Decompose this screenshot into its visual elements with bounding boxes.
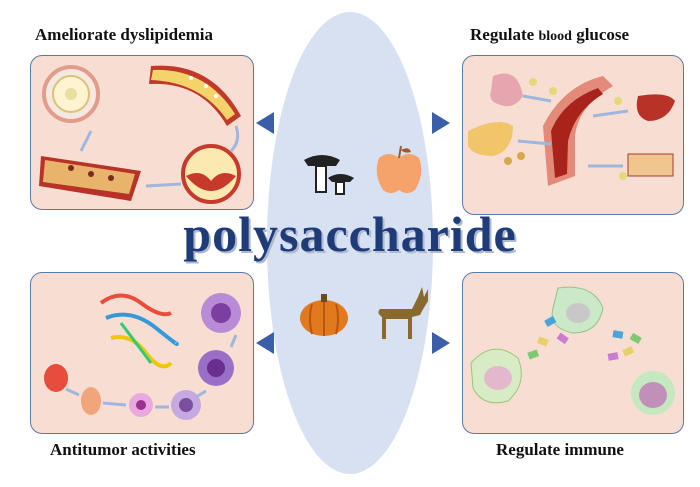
title-blood-glucose: Regulate blood glucose (470, 25, 630, 44)
blood-glucose-illustration (468, 73, 675, 186)
red-blood-cell-icon (81, 387, 101, 415)
antitumor-illustration (44, 293, 241, 420)
center-title: polysaccharide (183, 206, 517, 262)
apple-icon (376, 145, 422, 193)
blocked-vessel-icon (181, 144, 241, 204)
clogged-artery-icon (39, 156, 141, 201)
vessel-cross-section-icon (42, 65, 100, 123)
mushroom-icon (304, 155, 354, 195)
stomach-icon (490, 73, 523, 107)
lymphocyte-icon (631, 371, 675, 415)
apoptotic-cell-icon (171, 390, 201, 420)
dyslipidemia-illustration (39, 65, 241, 204)
arrow-left-bottom-icon (256, 332, 274, 354)
immune-illustration (470, 286, 675, 415)
dendritic-cell-icon (470, 348, 522, 404)
liver-icon (636, 94, 675, 121)
center-ellipse (267, 12, 433, 474)
cytokine-icon (527, 315, 642, 361)
pumpkin-icon (300, 294, 348, 336)
arrow-right-top-icon (432, 112, 450, 134)
deer-icon (378, 287, 428, 339)
macrophage-icon (551, 286, 604, 334)
arrow-right-bottom-icon (432, 332, 450, 354)
title-immune: Regulate immune (496, 440, 624, 459)
panel-blood-glucose (462, 55, 684, 215)
title-antitumor: Antitumor activities (50, 440, 196, 459)
tumor-cell-icon (198, 350, 234, 386)
red-blood-cell-icon (44, 364, 68, 392)
title-dyslipidemia: Ameliorate dyslipidemia (35, 25, 214, 44)
muscle-tissue-icon (627, 153, 674, 177)
panel-dyslipidemia (30, 55, 254, 210)
pancreas-icon (468, 122, 513, 156)
blood-vessel-icon (543, 76, 613, 186)
panel-immune (462, 272, 684, 434)
panel-antitumor (30, 272, 254, 434)
apoptotic-cell-icon (129, 393, 153, 417)
polysaccharide-network-icon (99, 293, 179, 369)
arrow-left-top-icon (256, 112, 274, 134)
tumor-cell-icon (201, 293, 241, 333)
artery-plaque-icon (149, 65, 241, 126)
